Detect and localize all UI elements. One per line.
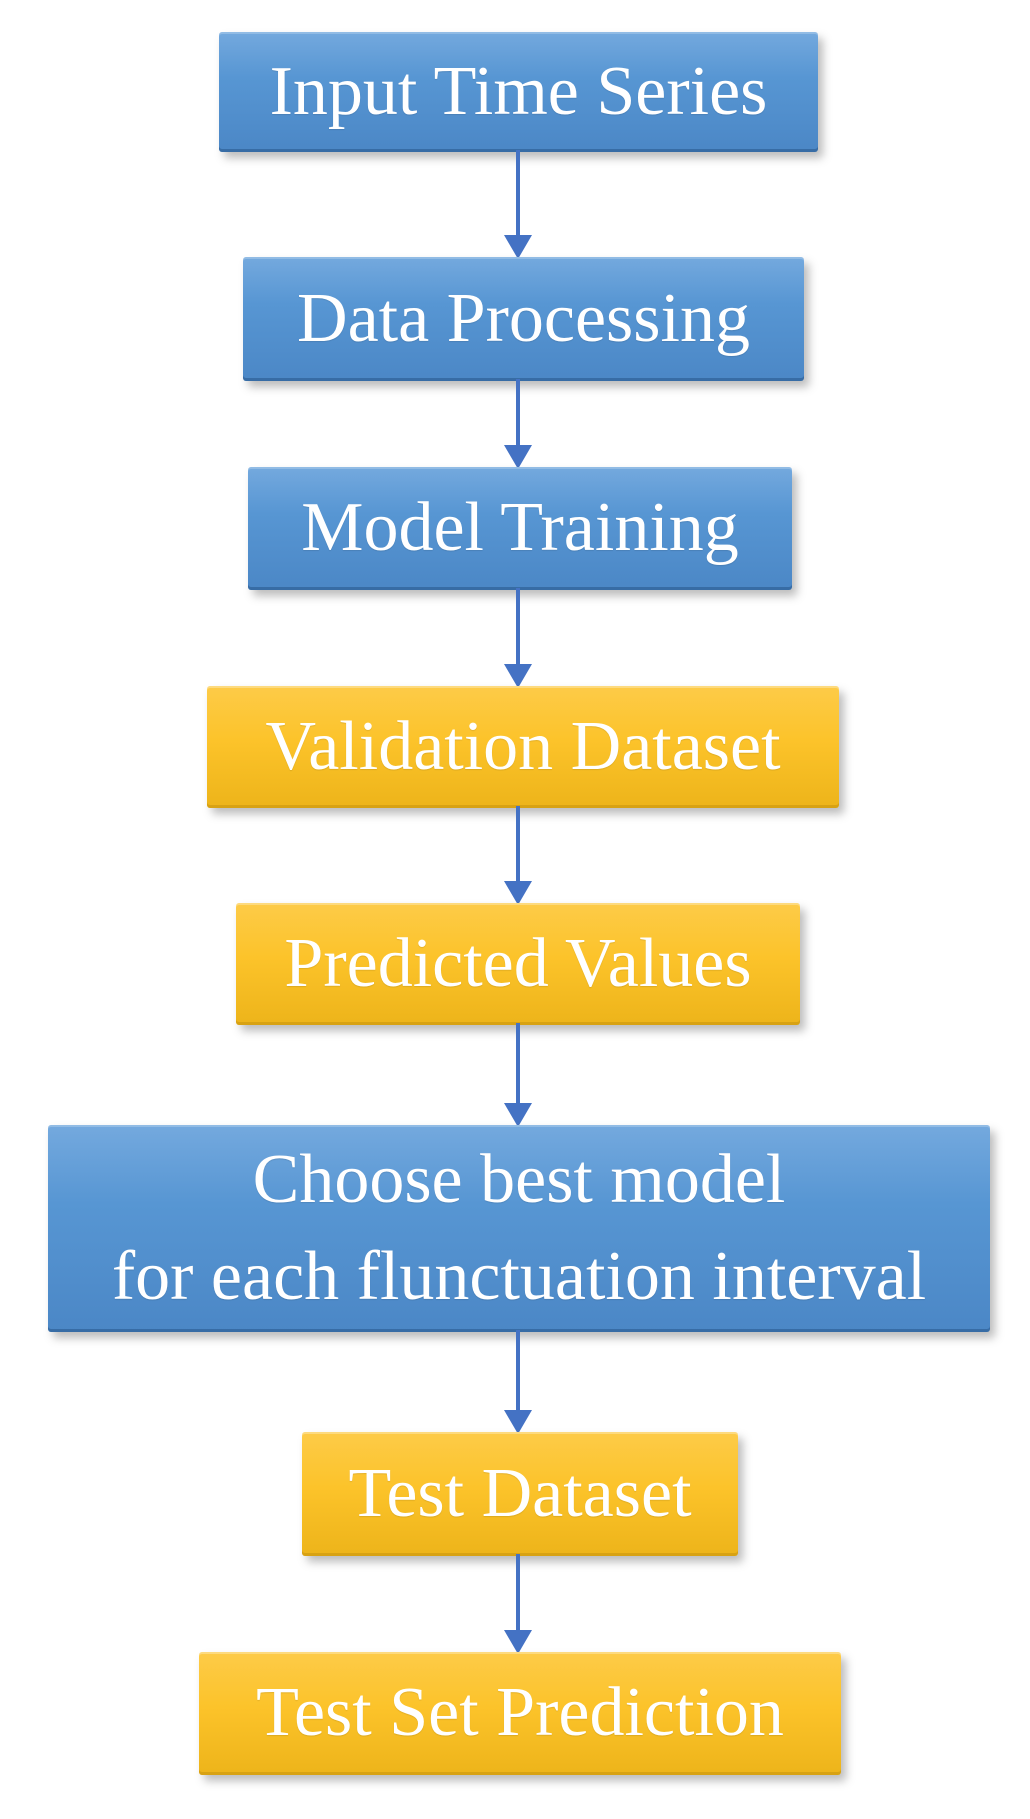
node-input-time-series: Input Time Series: [219, 32, 818, 152]
node-label: Validation Dataset: [265, 707, 781, 785]
flow-arrow-down-icon: [504, 379, 532, 469]
node-model-training: Model Training: [248, 467, 792, 590]
arrow-stem: [516, 1023, 520, 1107]
arrow-head: [504, 1410, 532, 1434]
node-label: Choose best model for each flunctuation …: [111, 1140, 927, 1315]
arrow-head: [504, 445, 532, 469]
flow-arrow-down-icon: [504, 1330, 532, 1434]
node-test-set-prediction: Test Set Prediction: [199, 1652, 841, 1775]
node-data-processing: Data Processing: [243, 257, 804, 381]
node-validation-dataset: Validation Dataset: [207, 686, 839, 808]
arrow-stem: [516, 588, 520, 668]
node-label: Model Training: [301, 489, 739, 567]
arrow-head: [504, 881, 532, 905]
node-label: Test Dataset: [348, 1454, 692, 1532]
arrow-head: [504, 235, 532, 259]
flow-arrow-down-icon: [504, 588, 532, 688]
node-label: Input Time Series: [269, 52, 768, 130]
arrow-head: [504, 1103, 532, 1127]
flow-arrow-down-icon: [504, 1023, 532, 1127]
arrow-stem: [516, 379, 520, 449]
arrow-stem: [516, 806, 520, 885]
node-test-dataset: Test Dataset: [302, 1432, 738, 1556]
flow-arrow-down-icon: [504, 150, 532, 259]
flow-arrow-down-icon: [504, 806, 532, 905]
node-label: Test Set Prediction: [256, 1674, 784, 1752]
arrow-stem: [516, 1330, 520, 1414]
flow-arrow-down-icon: [504, 1554, 532, 1654]
node-label: Predicted Values: [284, 924, 752, 1002]
node-predicted-values: Predicted Values: [236, 903, 800, 1025]
arrow-stem: [516, 1554, 520, 1634]
arrow-head: [504, 1630, 532, 1654]
arrow-stem: [516, 150, 520, 239]
arrow-head: [504, 664, 532, 688]
node-choose-best-model: Choose best model for each flunctuation …: [48, 1125, 990, 1332]
node-label: Data Processing: [297, 279, 750, 357]
